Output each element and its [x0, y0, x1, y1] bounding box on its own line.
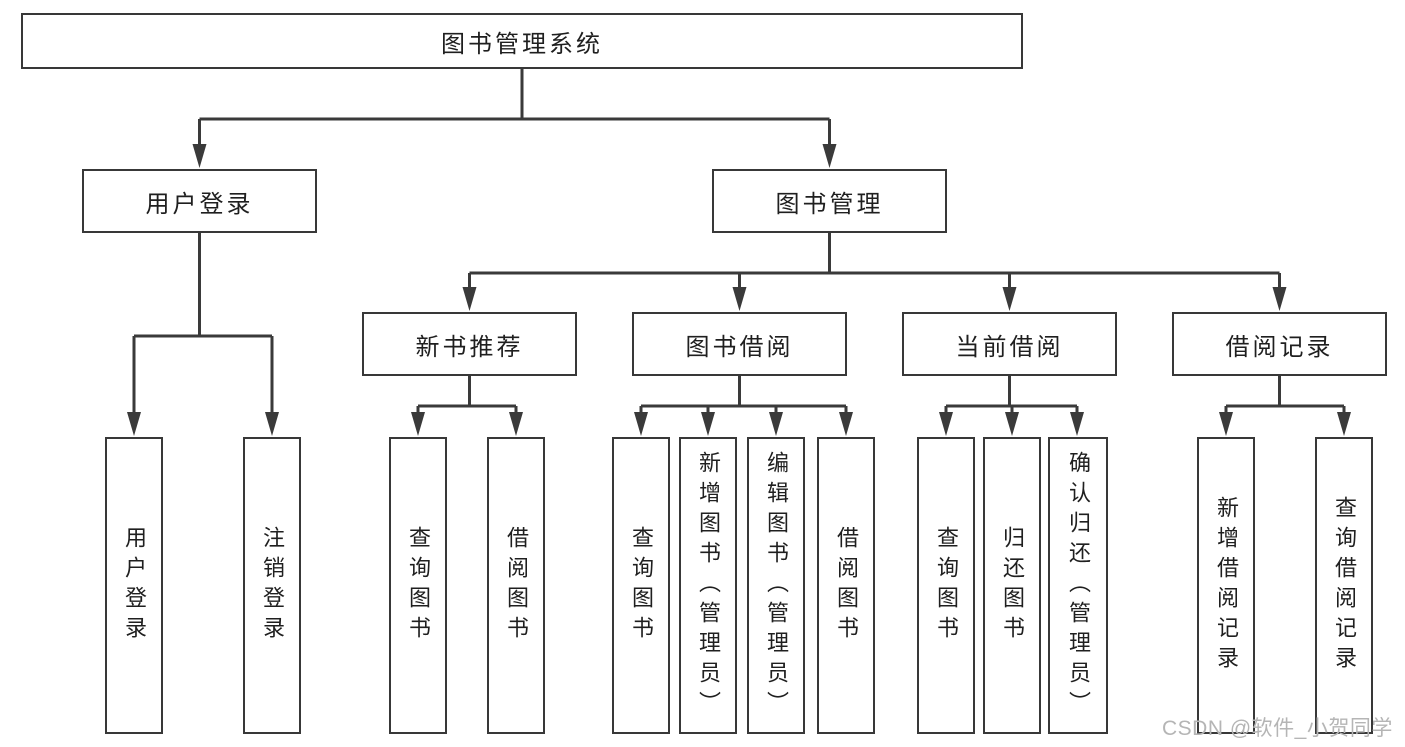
- leaf-bb-search-books: 查询图书: [612, 437, 670, 734]
- leaf-br-search-record: 查询借阅记录: [1315, 437, 1373, 734]
- leaf-cb-return-books: 归还图书: [983, 437, 1041, 734]
- arrow-to-leaf-bb-search: [634, 412, 648, 436]
- arrow-to-new-book-recommend: [462, 287, 477, 311]
- node-book-management: 图书管理: [712, 169, 947, 233]
- leaf-user-login: 用户登录: [105, 437, 163, 734]
- arrow-to-leaf-cb-confirm: [1070, 412, 1084, 436]
- arrow-to-leaf-bb-borrow: [839, 412, 853, 436]
- node-book-borrow: 图书借阅: [632, 312, 847, 376]
- arrowheads: [127, 144, 1351, 436]
- node-new-book-recommend: 新书推荐: [362, 312, 577, 376]
- node-borrow-records: 借阅记录: [1172, 312, 1387, 376]
- leaf-cb-search-books: 查询图书: [917, 437, 975, 734]
- node-user-login: 用户登录: [82, 169, 317, 233]
- arrow-to-leaf-br-add: [1219, 412, 1233, 436]
- node-current-borrow: 当前借阅: [902, 312, 1117, 376]
- arrow-to-borrow-records: [1272, 287, 1287, 311]
- arrow-to-leaf-nbr-search: [411, 412, 425, 436]
- leaf-cb-confirm-return: 确认归还（管理员）: [1048, 437, 1108, 734]
- arrow-to-leaf-nbr-borrow: [509, 412, 523, 436]
- arrow-to-leaf-bb-edit: [769, 412, 783, 436]
- leaf-logout: 注销登录: [243, 437, 301, 734]
- arrow-to-book-borrow: [732, 287, 747, 311]
- arrow-to-leaf-bb-add: [701, 412, 715, 436]
- arrow-to-leaf-user-login: [127, 412, 141, 436]
- leaf-nbr-borrow-books: 借阅图书: [487, 437, 545, 734]
- leaf-bb-edit-books: 编辑图书（管理员）: [747, 437, 805, 734]
- arrow-to-leaf-br-search: [1337, 412, 1351, 436]
- arrow-to-user-login: [192, 144, 207, 168]
- arrow-to-leaf-logout: [265, 412, 279, 436]
- leaf-br-add-record: 新增借阅记录: [1197, 437, 1255, 734]
- node-root: 图书管理系统: [21, 13, 1023, 69]
- arrow-to-leaf-cb-return: [1005, 412, 1019, 436]
- arrow-to-book-management: [822, 144, 837, 168]
- leaf-bb-add-books: 新增图书（管理员）: [679, 437, 737, 734]
- arrow-to-current-borrow: [1002, 287, 1017, 311]
- leaf-nbr-search-books: 查询图书: [389, 437, 447, 734]
- arrow-to-leaf-cb-search: [939, 412, 953, 436]
- leaf-bb-borrow-books: 借阅图书: [817, 437, 875, 734]
- watermark: CSDN @软件_小贺同学: [1162, 717, 1393, 740]
